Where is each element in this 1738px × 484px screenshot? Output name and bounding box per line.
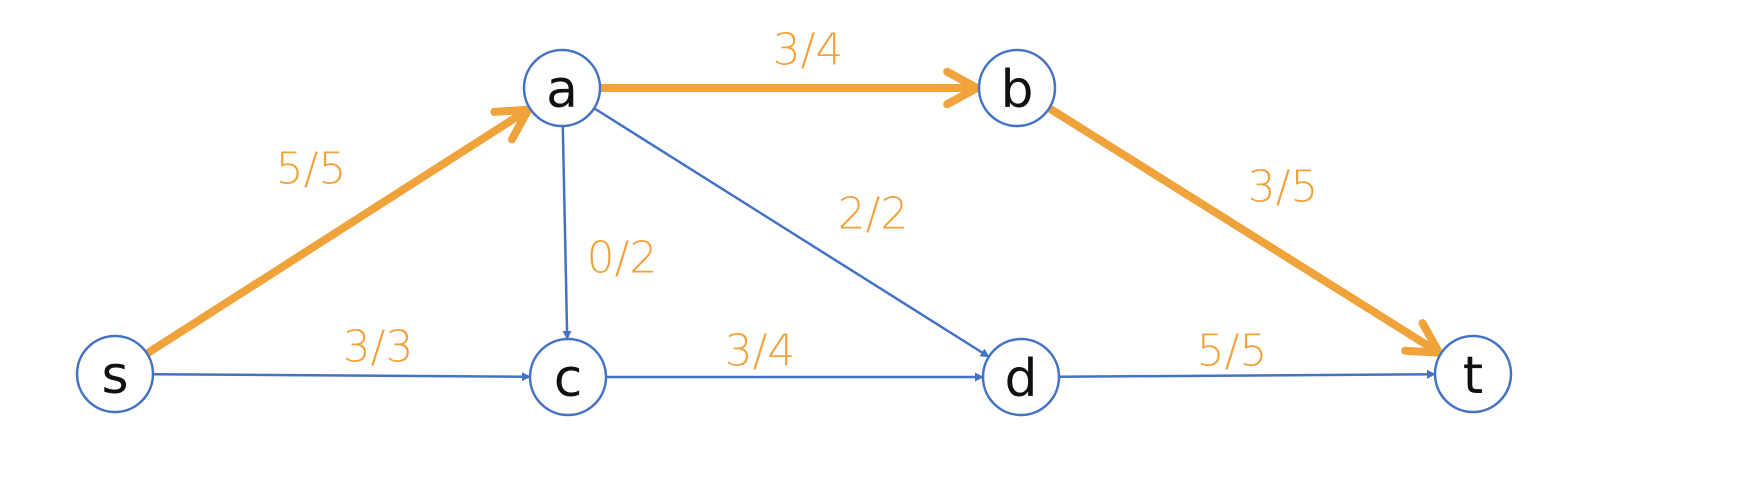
highlight-s-a [139,105,533,360]
nodes-layer: s a b c d t [75,48,1513,417]
node-s: s [75,334,155,414]
edge-s-c [152,372,531,382]
node-label-s: s [101,346,128,406]
edge-label-s-a: 5/5 [276,144,347,195]
edge-label-a-c: 0/2 [587,233,658,284]
highlight-arrowhead-a-b [943,67,981,109]
node-t: t [1433,334,1513,414]
node-label-t: t [1463,346,1483,406]
edge-label-a-d: 2/2 [838,189,909,240]
node-label-b: b [1000,60,1033,120]
edge-label-c-d: 3/4 [725,326,796,377]
edge-label-a-b: 3/4 [773,25,844,76]
node-circle-a [522,48,602,128]
highlight-arrowhead-b-t [1401,319,1444,357]
node-label-a: a [546,60,578,120]
node-c: c [528,337,608,417]
node-circle-d [981,337,1061,417]
node-circle-c [528,337,608,417]
edge-a-c [561,125,572,340]
edges-layer [139,67,1444,382]
node-circle-b [977,48,1057,128]
edge-label-s-c: 3/3 [343,322,414,373]
node-label-d: d [1004,349,1037,409]
node-b: b [977,48,1057,128]
node-label-c: c [554,349,583,409]
node-a: a [522,48,602,128]
edge-d-t [1058,369,1436,379]
edge-labels-layer: 5/5 3/3 3/4 0/2 2/2 3/5 3/4 5/5 [276,25,1319,377]
node-circle-s [75,334,155,414]
edge-label-d-t: 5/5 [1197,326,1268,377]
highlight-b-t [1041,102,1444,357]
node-circle-t [1433,334,1513,414]
edge-label-b-t: 3/5 [1248,162,1319,213]
edge-a-d [593,107,990,358]
node-d: d [981,337,1061,417]
highlight-arrowhead-s-a [490,105,533,144]
